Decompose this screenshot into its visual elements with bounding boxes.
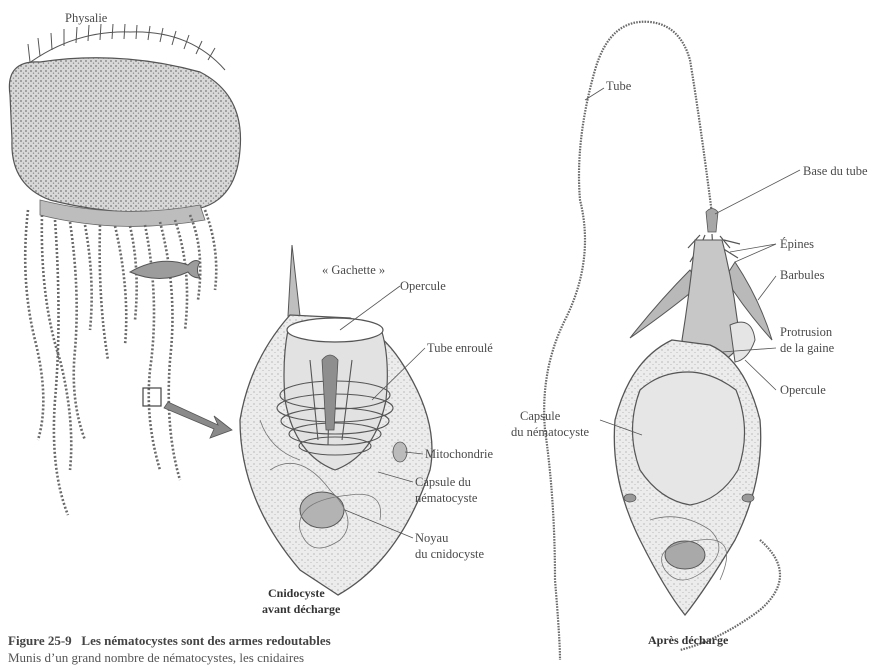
label-tube-enroule: Tube enroulé bbox=[427, 341, 493, 356]
label-capsule-left-2: nématocyste bbox=[415, 491, 477, 506]
label-epines: Épines bbox=[780, 237, 814, 252]
label-capsule-right-1: Capsule bbox=[520, 409, 560, 424]
label-gachette: « Gachette » bbox=[322, 263, 385, 278]
operculum-flap bbox=[730, 322, 755, 362]
operculum bbox=[287, 318, 383, 342]
label-physalie: Physalie bbox=[65, 11, 107, 26]
caption-title: Les nématocystes sont des armes redoutab… bbox=[81, 633, 330, 648]
label-mitochondrie: Mitochondrie bbox=[425, 447, 493, 462]
label-noyau-2: du cnidocyste bbox=[415, 547, 484, 562]
physalia-float bbox=[9, 58, 240, 213]
label-capsule-left-1: Capsule du bbox=[415, 475, 471, 490]
trigger bbox=[288, 245, 300, 316]
figure-caption: Figure 25-9 Les nématocystes sont des ar… bbox=[8, 632, 568, 666]
fish bbox=[130, 261, 200, 279]
label-apres-decharge: Après décharge bbox=[648, 633, 728, 648]
cnidocyte-before-drawing bbox=[240, 245, 432, 595]
caption-line-1: Figure 25-9 Les nématocystes sont des ar… bbox=[8, 632, 568, 649]
zoom-arrow bbox=[164, 402, 232, 438]
label-base-du-tube: Base du tube bbox=[803, 164, 868, 179]
label-protrusion-1: Protrusion bbox=[780, 325, 832, 340]
tube-base bbox=[706, 209, 718, 233]
mitochondria bbox=[393, 442, 407, 462]
nucleus bbox=[300, 492, 344, 528]
physalia-drawing bbox=[9, 24, 240, 515]
caption-text: Munis d’un grand nombre de nématocystes,… bbox=[8, 649, 568, 666]
label-protrusion-2: de la gaine bbox=[780, 341, 834, 356]
caption-number: Figure 25-9 bbox=[8, 633, 72, 648]
zoom-box bbox=[143, 388, 161, 406]
label-capsule-right-2: du nématocyste bbox=[511, 425, 589, 440]
physalia-tentacles bbox=[25, 210, 216, 515]
cnidocyte-after-drawing bbox=[544, 22, 780, 660]
label-barbules: Barbules bbox=[780, 268, 824, 283]
label-cnidocyste-1: Cnidocyste bbox=[268, 586, 325, 601]
label-opercule-left: Opercule bbox=[400, 279, 446, 294]
label-noyau-1: Noyau bbox=[415, 531, 448, 546]
label-cnidocyste-2: avant décharge bbox=[262, 602, 340, 617]
after-nucleus bbox=[665, 541, 705, 569]
label-tube: Tube bbox=[606, 79, 631, 94]
label-opercule-right: Opercule bbox=[780, 383, 826, 398]
